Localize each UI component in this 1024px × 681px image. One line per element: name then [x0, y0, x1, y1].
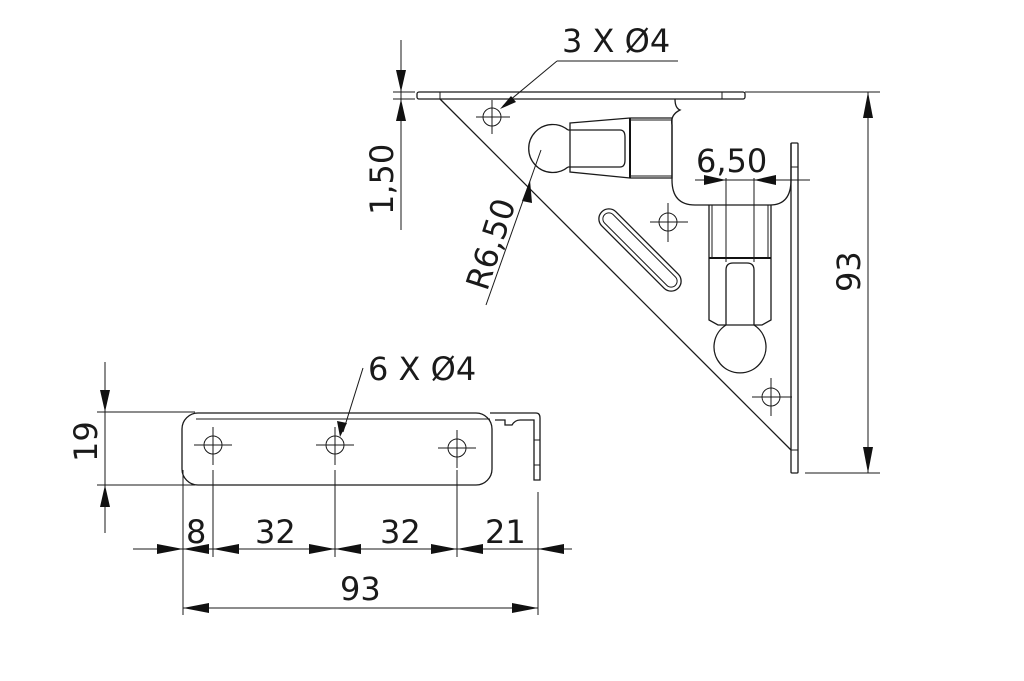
hole-3	[752, 378, 792, 416]
side-hole-2	[316, 427, 354, 465]
side-plate	[790, 142, 799, 474]
slot	[598, 208, 682, 292]
dim-spacing-4: 21	[485, 513, 526, 551]
side-hole-3	[438, 430, 476, 468]
dim-thickness: 1,50	[363, 144, 401, 215]
diagonal-edge	[439, 98, 792, 451]
dim-radius: R6,50	[458, 194, 523, 295]
callout-6x-hole: 6 X Ø4	[368, 350, 476, 388]
hole-2	[650, 203, 688, 242]
side-view: 6 X Ø4 19 8 32 32 21 93	[67, 350, 572, 615]
hole-1	[476, 100, 510, 134]
dim-spacing-1: 8	[186, 513, 206, 551]
side-hole-1	[194, 427, 232, 465]
dim-spacing-3: 32	[380, 513, 421, 551]
dim-height-93: 93	[830, 251, 868, 292]
flat-plate	[181, 412, 493, 486]
keyhole-upper	[528, 123, 569, 174]
dim-spacing-2: 32	[255, 513, 296, 551]
keyhole-lower	[713, 324, 767, 374]
top-plate	[416, 91, 746, 100]
top-view: 3 X Ø4 1,50 R6,50 6,50 93	[363, 22, 880, 474]
hinge-housing	[671, 98, 792, 206]
dim-slot-width: 6,50	[696, 142, 767, 180]
dim-height-19: 19	[67, 421, 105, 462]
callout-3x-hole: 3 X Ø4	[562, 22, 670, 60]
dim-overall-length: 93	[340, 570, 381, 608]
